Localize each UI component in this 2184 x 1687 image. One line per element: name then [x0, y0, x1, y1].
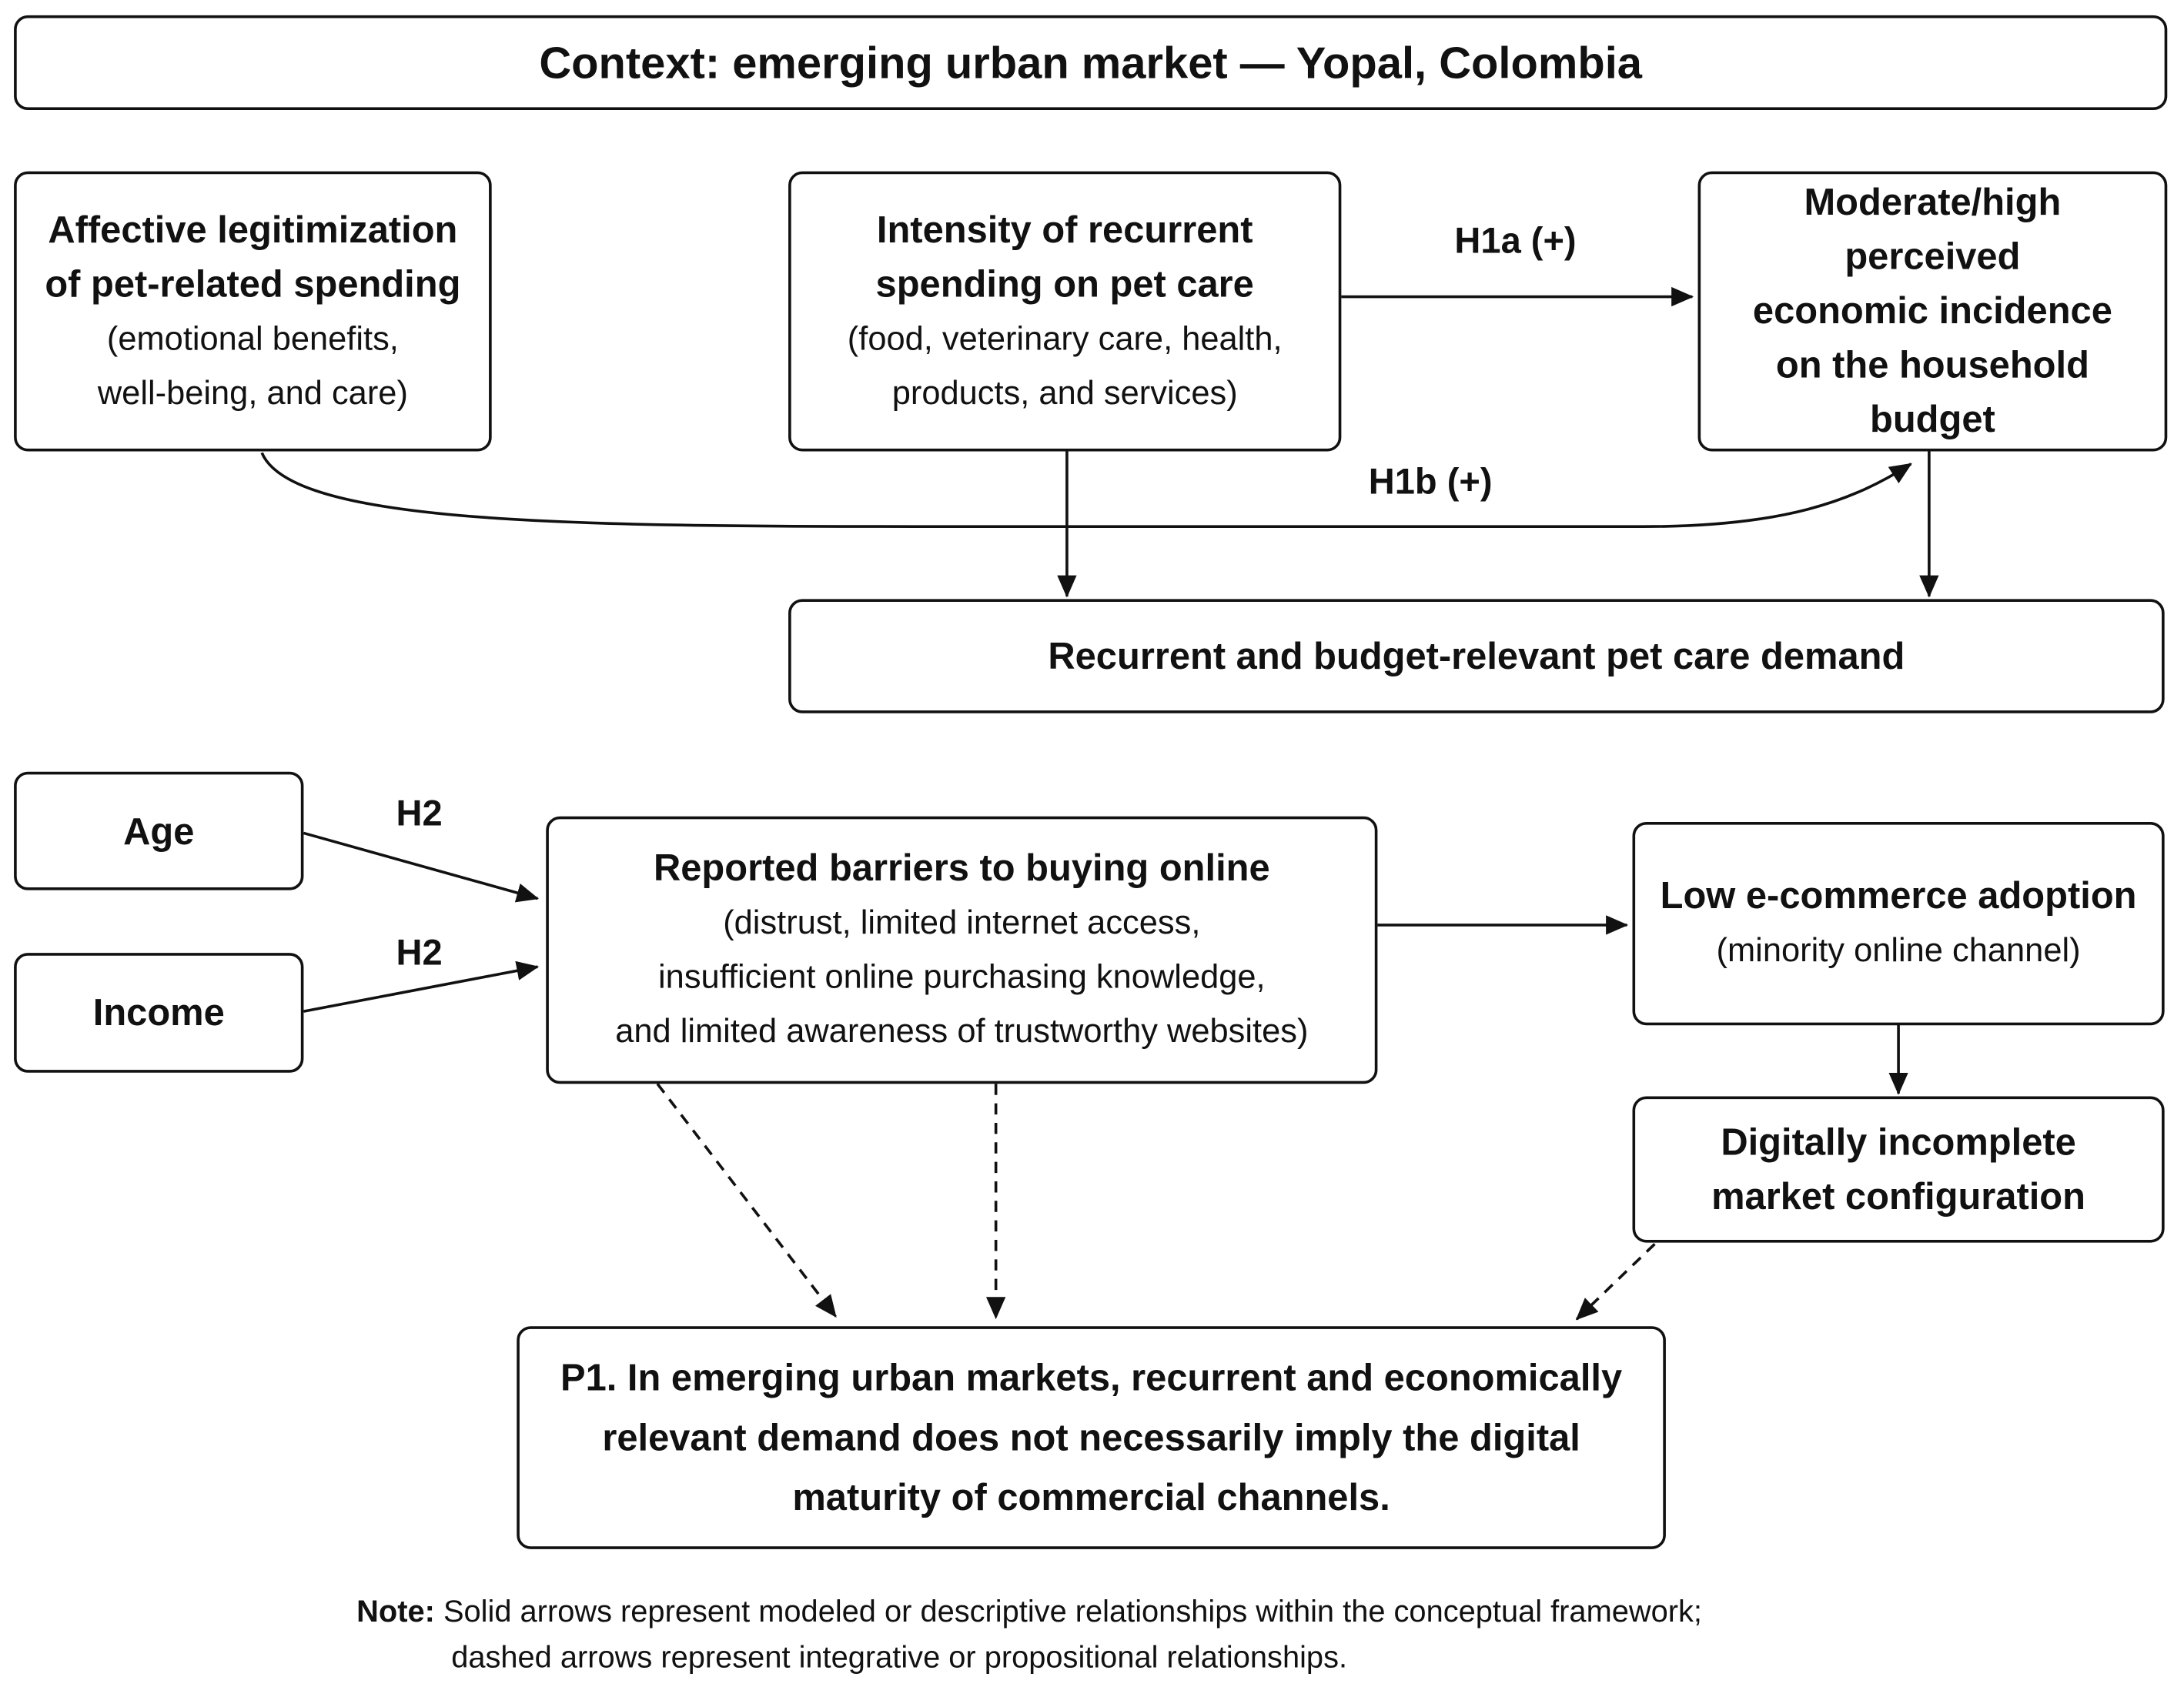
p1-line2: relevant demand does not necessarily imp…: [602, 1415, 1580, 1458]
dashed-arrow-incomplete-p1: [1575, 1243, 1656, 1321]
affective-legitimization-box: Affective legitimization of pet-related …: [14, 171, 492, 452]
note-line2: dashed arrows represent integrative or p…: [451, 1639, 1348, 1675]
intensity-sub-line1: (food, veterinary care, health,: [847, 319, 1283, 358]
affective-title-line2: of pet-related spending: [45, 262, 461, 305]
label-h2-income: H2: [396, 931, 443, 974]
affective-sub-line1: (emotional benefits,: [106, 319, 399, 358]
barriers-sub-line3: and limited awareness of trustworthy web…: [615, 1012, 1309, 1051]
income-label: Income: [92, 991, 225, 1034]
lowadoption-title: Low e-commerce adoption: [1660, 874, 2137, 917]
arrow-age-barriers: [303, 831, 540, 903]
incomplete-line2: market configuration: [1711, 1174, 2086, 1218]
label-h1a: H1a (+): [1454, 219, 1577, 262]
label-h2-age: H2: [396, 792, 443, 834]
p1-line1: P1. In emerging urban markets, recurrent…: [560, 1356, 1623, 1398]
note-line1: Solid arrows represent modeled or descri…: [443, 1593, 1702, 1629]
intensity-title-line1: Intensity of recurrent: [876, 208, 1253, 250]
barriers-sub-line1: (distrust, limited internet access,: [723, 904, 1201, 942]
p1-line3: maturity of commercial channels.: [792, 1475, 1390, 1518]
note-head: Note:: [356, 1593, 435, 1629]
context-box: Context: emerging urban market — Yopal, …: [14, 15, 2168, 110]
age-box: Age: [14, 771, 304, 890]
barriers-box: Reported barriers to buying online (dist…: [546, 816, 1378, 1084]
note: Note: Solid arrows represent modeled or …: [356, 1588, 1888, 1680]
arrow-h1b: [260, 452, 1912, 529]
context-title: Context: emerging urban market — Yopal, …: [539, 36, 1642, 88]
demand-label: Recurrent and budget-relevant pet care d…: [1048, 635, 1905, 677]
demand-box: Recurrent and budget-relevant pet care d…: [788, 599, 2165, 713]
label-h1b: H1b (+): [1368, 460, 1493, 503]
lowadoption-sub: (minority online channel): [1716, 931, 2081, 970]
low-ecommerce-adoption-box: Low e-commerce adoption (minority online…: [1632, 821, 2165, 1026]
barriers-sub-line2: insufficient online purchasing knowledge…: [658, 958, 1266, 997]
intensity-sub-line2: products, and services): [891, 374, 1238, 412]
arrow-income-barriers: [303, 960, 540, 1013]
intensity-spending-box: Intensity of recurrent spending on pet c…: [788, 171, 1342, 452]
incidence-line3: on the household budget: [1775, 344, 2089, 440]
barriers-title: Reported barriers to buying online: [653, 847, 1270, 889]
dashed-arrow-barriers-p1-left: [656, 1083, 838, 1318]
incidence-line2: economic incidence: [1752, 289, 2112, 332]
age-label: Age: [123, 810, 195, 852]
incidence-line1: Moderate/high perceived: [1804, 181, 2062, 278]
incomplete-line1: Digitally incomplete: [1721, 1121, 2076, 1163]
economic-incidence-box: Moderate/high perceived economic inciden…: [1697, 171, 2168, 452]
income-box: Income: [14, 953, 304, 1073]
affective-title-line1: Affective legitimization: [48, 208, 458, 250]
digitally-incomplete-box: Digitally incomplete market configuratio…: [1632, 1096, 2165, 1243]
proposition-p1-box: P1. In emerging urban markets, recurrent…: [517, 1326, 1666, 1549]
intensity-title-line2: spending on pet care: [875, 262, 1254, 305]
affective-sub-line2: well-being, and care): [97, 374, 408, 412]
